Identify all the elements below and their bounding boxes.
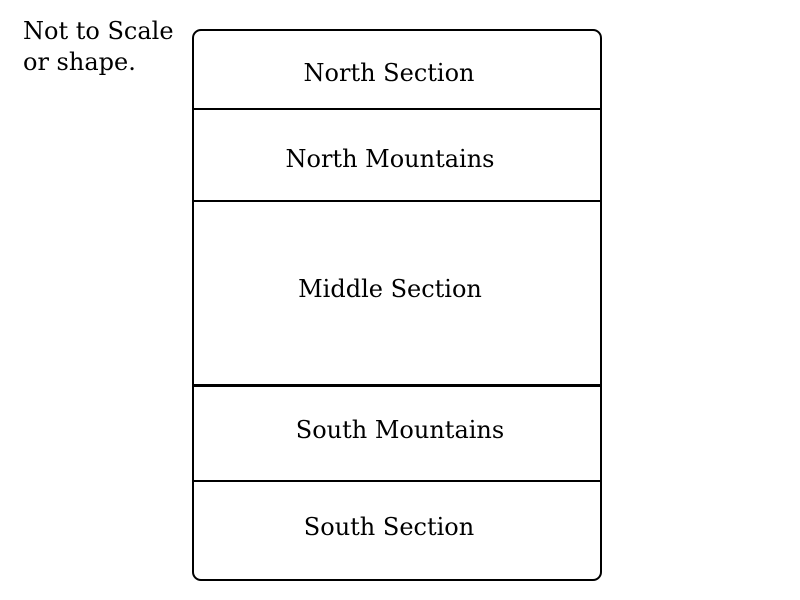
section-south-label: South Section — [303, 512, 475, 541]
section-north-mountains-label: North Mountains — [285, 145, 495, 173]
scale-disclaimer-line-2: or shape. — [23, 48, 136, 76]
section-middle-label: Middle Section — [298, 275, 482, 303]
section-north-mountains: North Mountains — [194, 110, 600, 202]
scale-disclaimer-line-1: Not to Scale — [23, 17, 174, 45]
scale-disclaimer: Not to Scale or shape. — [23, 16, 174, 78]
section-south: South Section — [194, 482, 600, 579]
section-north: North Section — [194, 31, 600, 110]
section-south-mountains-label: South Mountains — [295, 415, 505, 444]
section-middle: Middle Section — [194, 202, 600, 387]
section-south-mountains: South Mountains — [194, 387, 600, 482]
section-north-label: North Section — [303, 58, 475, 87]
region-diagram: North Section North Mountains Middle Sec… — [192, 29, 602, 581]
